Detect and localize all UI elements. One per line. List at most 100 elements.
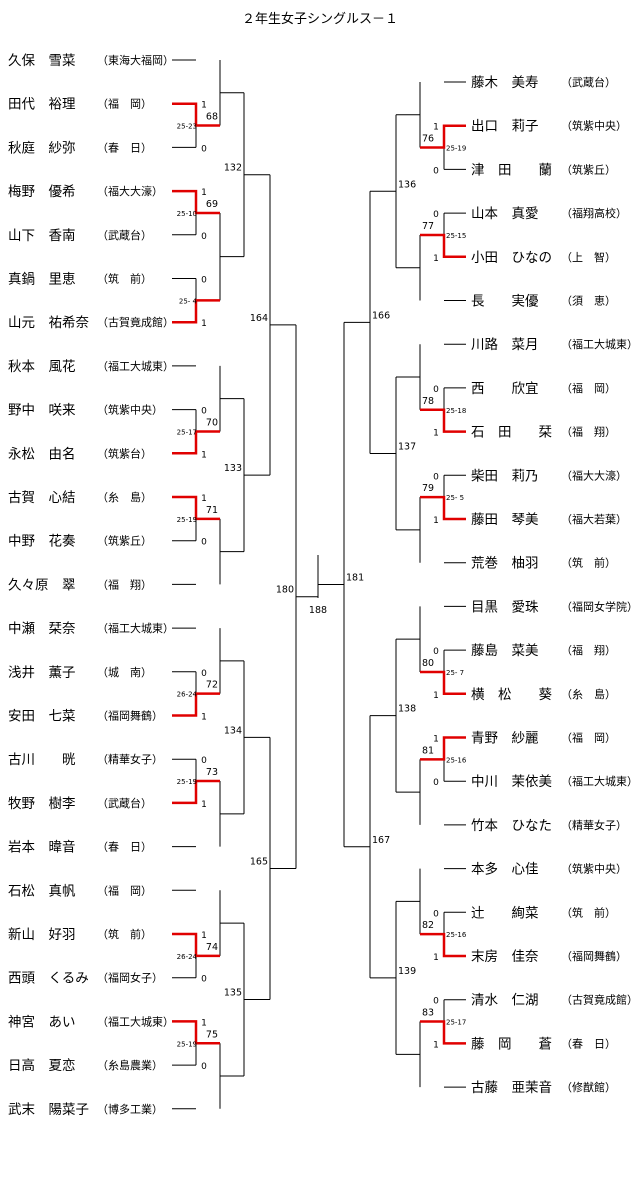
player-school: （筑紫台）: [97, 446, 152, 460]
player-name: 中川 茉依美: [471, 773, 552, 790]
player-name: 横 松 葵: [471, 687, 552, 703]
result-mark: 0: [201, 1062, 207, 1072]
player-name: 山本 真愛: [471, 206, 539, 222]
result-mark: 1: [433, 254, 439, 264]
player-school: （糸 島）: [97, 490, 152, 504]
winner-path: [172, 299, 220, 324]
winner-path: [420, 495, 466, 521]
player-name: 秋庭 紗弥: [8, 139, 76, 156]
result-mark: 0: [433, 909, 439, 919]
player-school: （筑 前）: [97, 272, 152, 286]
page-title: ２年生女子シングルス－１: [242, 11, 398, 27]
player-name: 石松 真帆: [8, 883, 76, 899]
match-score: 25-15: [446, 232, 466, 240]
player-school: （筑 前）: [97, 927, 152, 941]
match-number: 74: [206, 942, 218, 953]
result-mark: 1: [201, 319, 207, 329]
match-number: 69: [206, 199, 218, 210]
winner-path: [172, 1020, 220, 1045]
winner-path: [420, 408, 466, 433]
player-name: 川路 菜月: [471, 337, 539, 353]
match-number: 68: [206, 112, 218, 123]
result-mark: 0: [201, 669, 207, 679]
player-school: （春 日）: [97, 841, 152, 854]
player-school: （福大若葉）: [561, 512, 627, 526]
match-score: 25-23: [177, 123, 197, 131]
winner-path: [420, 670, 466, 696]
player-name: 古藤 亜茉音: [471, 1079, 552, 1096]
player-school: （古賀竟成館）: [97, 315, 174, 329]
player-name: 永松 由名: [8, 446, 76, 462]
winner-path: [420, 124, 466, 149]
match-score: 25-19: [177, 516, 197, 524]
player-name: 真鍋 里恵: [8, 272, 76, 288]
winner-path: [420, 1020, 466, 1045]
player-school: （武蔵台）: [561, 75, 616, 89]
player-school: （古賀竟成館）: [561, 993, 638, 1007]
player-name: 藤島 菜美: [471, 643, 539, 659]
player-name: 清水 仁湖: [471, 993, 539, 1009]
player-name: 野中 咲来: [8, 403, 76, 419]
result-mark: 0: [201, 144, 207, 154]
match-number: 164: [250, 313, 268, 324]
player-school: （筑紫丘）: [561, 162, 616, 176]
winner-path: [172, 692, 220, 717]
match-score: 25- 4: [179, 297, 198, 305]
match-number: 72: [206, 680, 218, 691]
player-name: 中瀬 栞奈: [8, 621, 76, 637]
result-mark: 1: [201, 450, 207, 460]
player-school: （筑紫丘）: [97, 534, 152, 548]
player-name: 青野 紗麗: [471, 731, 539, 747]
result-mark: 0: [201, 756, 207, 766]
match-number: 80: [422, 658, 434, 669]
match-score: 25-19: [446, 145, 466, 153]
match-number: 76: [422, 134, 434, 145]
match-score: 25-16: [446, 931, 467, 939]
result-mark: 0: [201, 538, 207, 548]
player-school: （糸島農業）: [97, 1058, 163, 1072]
match-number: 81: [422, 745, 434, 756]
match-number: 166: [372, 310, 390, 321]
match-score: 26-24: [177, 953, 198, 961]
result-mark: 1: [433, 516, 439, 526]
player-name: 中野 花奏: [8, 534, 76, 550]
player-name: 辻 絢菜: [471, 905, 539, 921]
match-number: 133: [224, 463, 242, 474]
player-school: （須 恵）: [561, 294, 616, 308]
match-number: 181: [346, 573, 364, 584]
player-name: 藤 岡 蒼: [471, 1036, 552, 1052]
winner-path: [420, 932, 466, 958]
player-name: 牧野 樹李: [8, 796, 76, 812]
player-school: （福工大城東）: [561, 337, 638, 351]
match-score: 25-19: [177, 778, 197, 786]
player-school: （博多工業）: [97, 1102, 163, 1116]
player-school: （筑紫中央）: [561, 119, 627, 133]
player-name: 藤木 美寿: [471, 74, 539, 91]
player-name: 久々原 翠: [8, 577, 76, 593]
match-number: 180: [276, 585, 294, 596]
player-name: 出口 莉子: [471, 119, 539, 135]
player-name: 古賀 心結: [8, 490, 76, 506]
player-name: 西 欣宜: [471, 381, 539, 397]
player-name: 秋本 風花: [8, 359, 76, 375]
player-name: 新山 好羽: [8, 927, 76, 943]
match-score: 25- 7: [446, 669, 464, 677]
player-name: 山元 祐希奈: [8, 315, 89, 331]
player-name: 浅井 薫子: [8, 665, 76, 681]
match-number: 78: [422, 396, 434, 407]
player-school: （福工大城東）: [97, 621, 174, 635]
player-school: （武蔵台）: [97, 796, 152, 810]
winner-path: [172, 932, 220, 958]
player-name: 小田 ひなの: [471, 250, 552, 266]
match-number: 75: [206, 1029, 218, 1040]
result-mark: 1: [201, 800, 207, 810]
result-mark: 0: [433, 385, 439, 395]
match-number: 71: [206, 505, 218, 516]
player-school: （福大大濠）: [97, 184, 163, 198]
player-name: 梅野 優希: [8, 184, 76, 200]
player-school: （福工大城東）: [97, 359, 174, 373]
match-number: 132: [224, 163, 242, 174]
player-school: （武蔵台）: [97, 228, 152, 242]
match-score: 25-10: [177, 210, 197, 218]
result-mark: 0: [433, 166, 439, 176]
